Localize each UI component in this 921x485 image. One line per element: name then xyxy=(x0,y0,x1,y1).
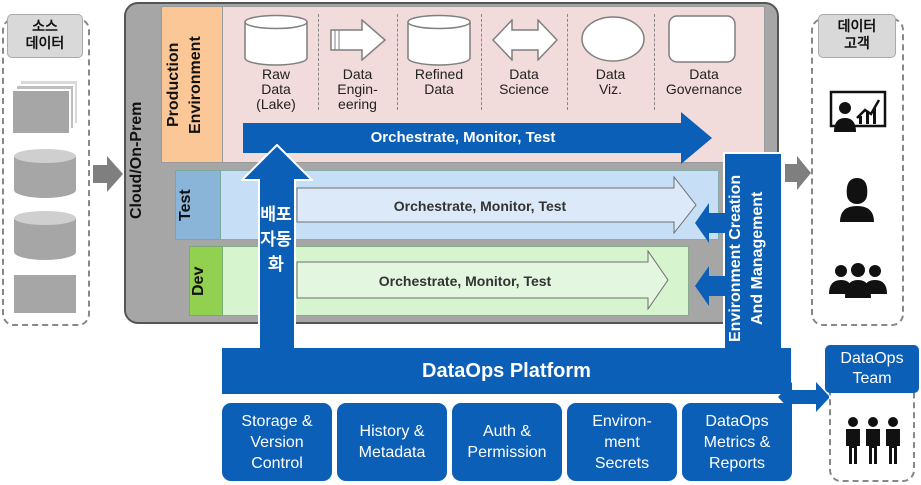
dev-label-box xyxy=(189,246,223,316)
presentation-icon xyxy=(829,90,887,132)
deploy-automation-label: 배포 자동화 xyxy=(260,205,292,274)
pipeline-divider xyxy=(567,14,568,110)
test-orchestrate-arrow xyxy=(296,176,697,234)
data-engineering-arrow-icon xyxy=(330,19,386,61)
raw-data-cylinder-icon xyxy=(244,14,308,66)
data-consumer-title: 데이터 고객 xyxy=(818,14,896,58)
pipeline-divider xyxy=(654,14,655,110)
pipeline-label-data-viz: Data Viz. xyxy=(595,66,626,97)
pipeline-divider xyxy=(397,14,398,110)
module-storage-version-control: Storage & Version Control xyxy=(222,403,332,481)
test-label: Test xyxy=(177,189,194,221)
pipeline-divider xyxy=(318,14,319,110)
team-double-arrow xyxy=(778,382,830,412)
production-label: Production Environment xyxy=(165,36,204,134)
database-icon xyxy=(14,211,76,260)
env-mgmt-arrow-dev xyxy=(695,266,725,306)
test-orchestrate-label: Orchestrate, Monitor, Test xyxy=(393,198,567,214)
flow-arrow-in xyxy=(93,156,123,192)
dataops-team-title: DataOps Team xyxy=(825,345,919,393)
team-members-icon xyxy=(846,417,900,464)
dataops-platform-bar xyxy=(222,348,791,394)
pipeline-label-data-science: Data Science xyxy=(499,66,549,97)
source-data-title: 소스 데이터 xyxy=(7,14,83,58)
data-governance-rect-icon xyxy=(668,15,736,63)
dev-orchestrate-arrow xyxy=(296,250,669,310)
dev-orchestrate-label: Orchestrate, Monitor, Test xyxy=(378,273,552,289)
test-label-box xyxy=(175,170,221,240)
dataops-platform-label: DataOps Platform xyxy=(422,360,591,382)
file-icon xyxy=(14,275,76,313)
cloud-on-prem-label: Cloud/On-Prem xyxy=(128,101,145,219)
pipeline-divider xyxy=(481,14,482,110)
group-icon xyxy=(829,263,887,298)
production-orchestrate-arrow xyxy=(243,112,712,164)
production-label-box xyxy=(161,6,223,163)
module-dataops-metrics-reports: DataOps Metrics & Reports xyxy=(682,403,792,481)
flow-arrow-out xyxy=(785,156,811,190)
module-history-metadata: History & Metadata xyxy=(337,403,447,481)
refined-data-cylinder-icon xyxy=(407,14,471,66)
environment-management-label: Environment Creation And Management xyxy=(727,174,766,342)
module-environment-secrets: Environ- ment Secrets xyxy=(567,403,677,481)
data-science-double-arrow-icon xyxy=(492,19,558,61)
data-viz-ellipse-icon xyxy=(581,16,645,62)
documents-icon xyxy=(11,79,79,135)
pipeline-label-raw-data: Raw Data (Lake) xyxy=(256,66,296,112)
pipeline-label-data-engineering: Data Engin- eering xyxy=(337,66,378,112)
pipeline-label-refined-data: Refined Data xyxy=(414,66,464,97)
environment-management-bar xyxy=(723,152,783,366)
database-icon xyxy=(14,149,76,198)
dev-label: Dev xyxy=(190,266,207,296)
pipeline-label-data-governance: Data Governance xyxy=(665,66,743,97)
module-auth-permission: Auth & Permission xyxy=(452,403,562,481)
production-orchestrate-label: Orchestrate, Monitor, Test xyxy=(370,129,556,146)
person-icon xyxy=(840,178,874,222)
env-mgmt-arrow-test xyxy=(695,203,725,243)
